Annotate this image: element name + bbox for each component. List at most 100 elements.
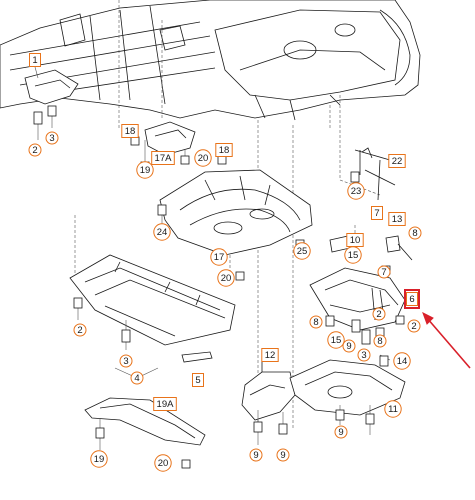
- callout-12: 12: [261, 348, 279, 362]
- callout-label: 9: [280, 450, 285, 461]
- callout-8: 8: [373, 334, 387, 348]
- callout-label: 6: [409, 294, 414, 305]
- callout-13: 13: [388, 212, 406, 226]
- callout-label: 20: [198, 153, 209, 164]
- callout-label: 2: [32, 145, 37, 156]
- callout-label: 20: [221, 273, 232, 284]
- callout-label: 8: [412, 228, 417, 239]
- callout-label: 2: [77, 325, 82, 336]
- callout-box: [29, 53, 41, 67]
- callout-box: [261, 348, 279, 362]
- callout-circle: [136, 161, 154, 179]
- callout-circle: [28, 143, 42, 157]
- callout-circle: [217, 269, 235, 287]
- callout-7: 7: [377, 265, 391, 279]
- callout-label: 7: [381, 267, 386, 278]
- callout-1: 1: [29, 53, 41, 67]
- callout-circle: [377, 265, 391, 279]
- callout-label: 25: [297, 246, 308, 257]
- callout-label: 22: [392, 156, 403, 167]
- callout-circle: [334, 425, 348, 439]
- callout-9: 9: [342, 339, 356, 353]
- callout-circle: [153, 223, 171, 241]
- callout-circle: [194, 149, 212, 167]
- callout-box: [153, 397, 177, 411]
- callout-label: 1: [32, 55, 37, 66]
- callout-circle: [45, 131, 59, 145]
- part-11-tray: [289, 359, 406, 435]
- callout-label: 18: [125, 126, 136, 137]
- callout-circle: [408, 226, 422, 240]
- callout-circle: [347, 182, 365, 200]
- callout-14: 14: [393, 352, 411, 370]
- callout-circle: [210, 248, 228, 266]
- callout-5: 5: [192, 373, 204, 387]
- callout-25: 25: [293, 242, 311, 260]
- callout-3: 3: [45, 131, 59, 145]
- callout-19a: 19A: [153, 397, 177, 411]
- callout-circle: [90, 450, 108, 468]
- callout-box: [388, 154, 406, 168]
- callout-label: 2: [376, 309, 381, 320]
- callout-8: 8: [408, 226, 422, 240]
- callout-label: 5: [195, 375, 200, 386]
- callout-label: 15: [348, 250, 359, 261]
- part-19a-strip: [84, 397, 206, 469]
- callout-20: 20: [154, 454, 172, 472]
- callout-circle: [154, 454, 172, 472]
- callout-circle: [393, 352, 411, 370]
- callout-label: 24: [157, 227, 168, 238]
- callout-label: 4: [134, 373, 139, 384]
- callout-box: [371, 206, 383, 220]
- callout-circle: [372, 307, 386, 321]
- part-12-bracket: [241, 360, 296, 445]
- callout-box: [346, 233, 364, 247]
- callout-label: 9: [253, 450, 258, 461]
- callout-label: 3: [49, 133, 54, 144]
- callout-label: 19: [140, 165, 151, 176]
- callout-2: 2: [73, 323, 87, 337]
- callout-label: 7: [374, 208, 379, 219]
- callout-label: 18: [219, 145, 230, 156]
- part-17-main-cover: [157, 169, 313, 281]
- callout-box: [192, 373, 204, 387]
- callout-label: 17A: [155, 153, 173, 164]
- callout-6-highlight-box: [404, 289, 420, 309]
- callout-20: 20: [217, 269, 235, 287]
- callout-label: 12: [265, 350, 276, 361]
- callout-label: 14: [397, 356, 408, 367]
- callout-label: 15: [331, 335, 342, 346]
- callout-label: 8: [377, 336, 382, 347]
- callout-box: [388, 212, 406, 226]
- callout-19: 19: [90, 450, 108, 468]
- callout-label: 23: [351, 186, 362, 197]
- part-22-bracket: [350, 147, 396, 201]
- callout-23: 23: [347, 182, 365, 200]
- callout-17a: 17A: [151, 151, 175, 165]
- callout-label: 2: [411, 321, 416, 332]
- callout-3: 3: [119, 354, 133, 368]
- callout-circle: [293, 242, 311, 260]
- callout-9: 9: [334, 425, 348, 439]
- callout-circle: [373, 334, 387, 348]
- callout-17: 17: [210, 248, 228, 266]
- callout-circle: [309, 315, 323, 329]
- callout-circle: [357, 348, 371, 362]
- callout-label: 19: [94, 454, 105, 465]
- callout-label: 3: [361, 350, 366, 361]
- callout-circle: [249, 448, 263, 462]
- callout-18: 18: [121, 124, 139, 138]
- callout-label: 9: [338, 427, 343, 438]
- callout-box: [215, 143, 233, 157]
- callout-circle: [327, 331, 345, 349]
- callout-circle: [407, 319, 421, 333]
- callout-7: 7: [371, 206, 383, 220]
- callout-6: 6: [406, 292, 418, 306]
- callout-circle: [384, 400, 402, 418]
- part-4-long-panel: [69, 254, 236, 379]
- callout-3: 3: [357, 348, 371, 362]
- callout-circle: [130, 371, 144, 385]
- callout-box: [121, 124, 139, 138]
